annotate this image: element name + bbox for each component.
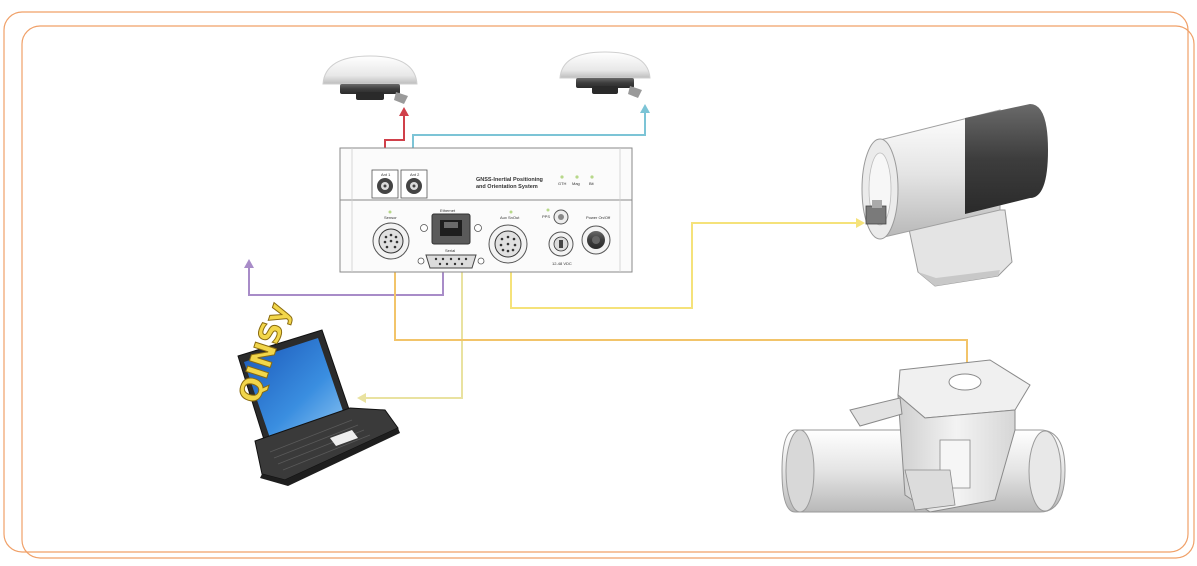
ethernet-port-label: Ethernet [440,208,456,213]
led-label-bit: Bit [589,181,595,186]
status-leds: GTH Mag Bit [558,175,595,186]
led-label-mag: Mag [572,181,580,186]
motion-sensor [861,104,1048,287]
ant2-arrowhead [640,104,650,113]
power-input-port: 12-48 VDC [548,231,574,266]
led-label-gth: GTH [558,181,567,186]
aux-port: Aux SnOut [488,210,528,264]
pps-port-label: PPS [542,214,550,219]
inner-frame [21,25,1195,559]
outer-frame [3,11,1189,553]
serial-cable [248,263,444,296]
device-title-line2: and Orientation System [476,184,538,190]
power-switch: Power On/Off [581,215,611,255]
serial-arrowhead [244,259,254,268]
antenna-left [322,55,418,104]
aux-arrowhead [856,218,865,228]
sensor-port: Sensor [372,210,410,260]
laptop-cable [362,272,463,399]
serial-port-label: Serial [445,248,455,253]
ethernet-port: Ethernet [420,208,482,245]
pps-port: PPS [542,208,569,225]
antenna-port-1: Ant 1 [371,169,399,199]
antenna-port-2: Ant 2 [400,169,428,199]
antenna-port-1-label: Ant 1 [381,172,391,177]
sensor-port-label: Sensor [384,215,397,220]
power-switch-label: Power On/Off [586,215,611,220]
laptop: QINSy [232,298,400,486]
sensor-cable [394,252,968,378]
device-title-line1: GNSS-Inertial Positioning [476,177,543,183]
aux-port-label: Aux SnOut [500,215,520,220]
serial-port: Serial [417,248,485,269]
power-input-label: 12-48 VDC [552,261,572,266]
gnss-device: Ant 1 Ant 2 GNSS-Inertial Positioning an… [339,147,633,273]
laptop-arrowhead [357,393,366,403]
laptop-touchpad [330,430,358,446]
ant1-arrowhead [399,107,409,116]
antenna-port-2-label: Ant 2 [410,172,420,177]
aux-cable [510,222,860,309]
antenna-right [559,51,651,98]
laptop-screen [244,338,344,438]
rotator-mount [781,359,1066,513]
